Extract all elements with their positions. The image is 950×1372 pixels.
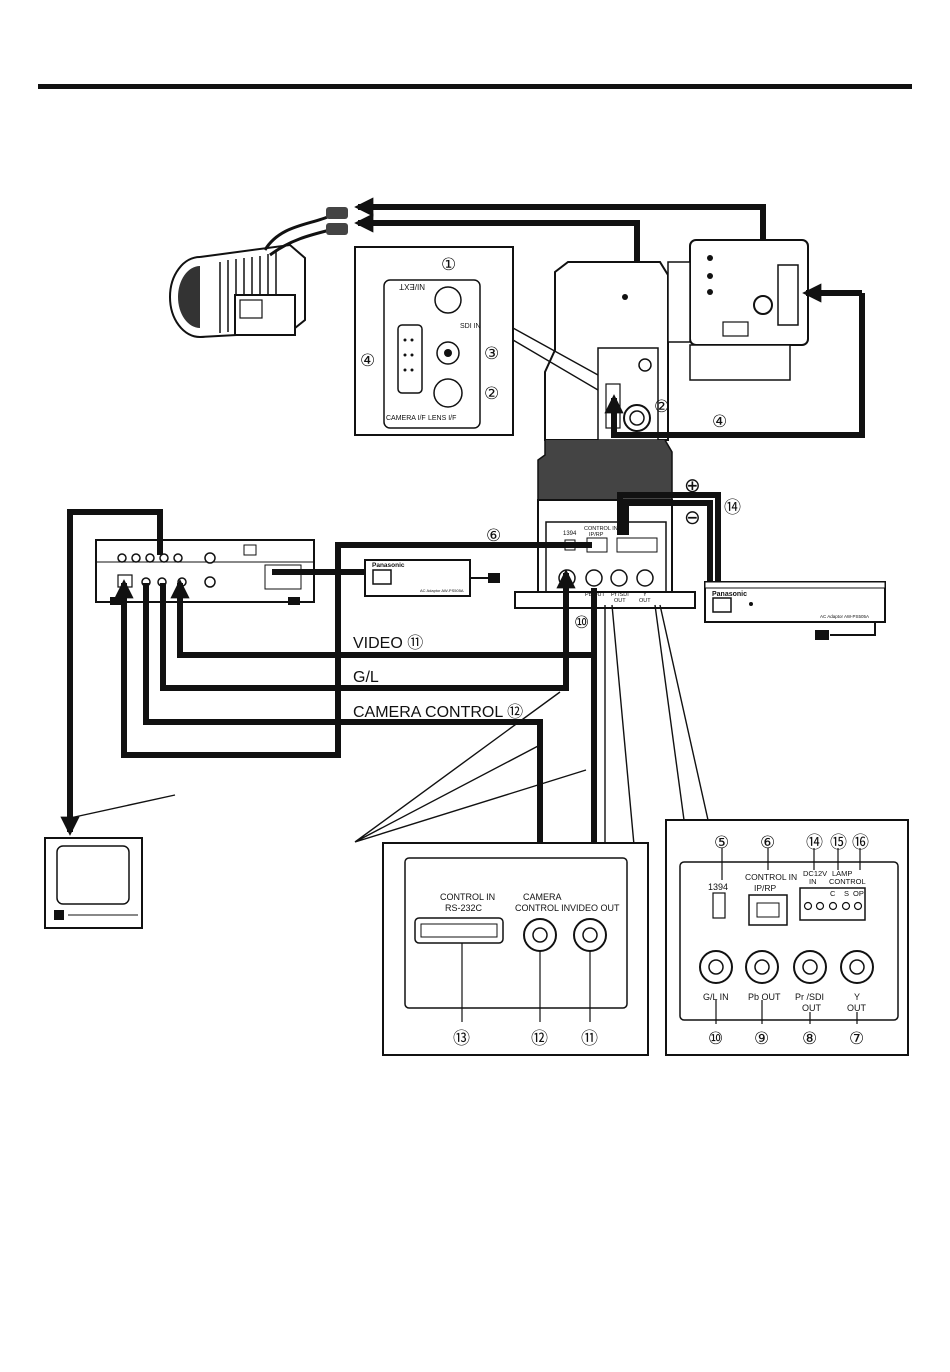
ctrl-control-in-label: CONTROL IN: [440, 892, 495, 902]
callout-14b: ⑭: [806, 833, 823, 852]
cable-video: [170, 579, 597, 658]
sdi-in-label: SDI IN: [460, 323, 481, 330]
bp-pb-out-label: Pb OUT: [748, 992, 781, 1002]
cable-gl: [160, 569, 576, 691]
ctrl-video-out-label: VIDEO OUT: [570, 903, 620, 913]
label-gl: G/L: [353, 669, 379, 686]
bp-1394-label: 1394: [708, 882, 728, 892]
callout-5: ⑤: [714, 833, 729, 852]
bp-dc12v-label: DC12V: [803, 869, 827, 878]
cable-camera-if: [604, 293, 865, 438]
callout-9: ⑨: [754, 1029, 769, 1048]
pan-tilt-head: [537, 261, 673, 501]
adapter-middle-model: AC Adaptor AW-PS505A: [420, 588, 464, 593]
callout-6a: ⑥: [486, 526, 501, 545]
label-camera-control: CAMERA CONTROL ⑫: [353, 703, 523, 721]
cable-dc-plus: [617, 492, 721, 583]
head-connector-panel: NI/EXT SDI IN LENS I/F CAMERA I/F: [354, 246, 599, 436]
bp-in-label: IN: [809, 877, 817, 886]
callout-plus: ⊕: [684, 475, 701, 497]
callout-7: ⑦: [849, 1029, 864, 1048]
base-1394-label: 1394: [563, 531, 577, 537]
bp-y-label: Y: [854, 992, 860, 1002]
ctrl-control-in2-label: CONTROL IN: [515, 903, 570, 913]
ctrl-rs232c-label: RS-232C: [445, 903, 483, 913]
ac-adapter-middle: Panasonic AC Adaptor AW-PS505A: [364, 559, 500, 597]
callout-15: ⑮: [830, 833, 847, 852]
lens-if-label: LENS I/F: [428, 415, 456, 422]
bp-lamp-label: LAMP: [832, 869, 852, 878]
ctrl-camera-label: CAMERA: [523, 892, 562, 902]
callout-2a: ②: [484, 384, 499, 403]
base-y-label: Y: [643, 592, 647, 598]
callout-3: ③: [484, 344, 499, 363]
callout-16: ⑯: [852, 833, 869, 852]
callout-10a: ⑩: [574, 613, 589, 632]
callout-11: ⑪: [581, 1029, 598, 1048]
cable-dc-minus: [623, 500, 713, 583]
base-connector-panel: 1394 CONTROL IN IP/RP DC12V IN LAMP CONT…: [665, 819, 909, 1056]
callout-2b: ②: [654, 397, 669, 416]
bp-c-label: C: [830, 889, 836, 898]
label-video: VIDEO ⑪: [353, 634, 423, 652]
callout-6b: ⑥: [760, 833, 775, 852]
ac-adapter-right: Panasonic AC Adaptor AW-PS505A: [704, 581, 886, 640]
base-out-label: OUT: [614, 598, 626, 604]
callout-8: ⑧: [802, 1029, 817, 1048]
leader-lines: [69, 604, 709, 846]
bp-op-label: OP: [853, 889, 864, 898]
header-rule: [38, 84, 912, 89]
adapter-right-model: AC Adaptor AW-PS505A: [820, 614, 869, 619]
camera-if-label: CAMERA I/F: [386, 415, 426, 422]
bp-gl-in-label: G/L IN: [703, 992, 729, 1002]
base-out2-label: OUT: [639, 598, 651, 604]
callout-1: ①: [441, 255, 456, 274]
base-control-in-label: CONTROL IN: [584, 526, 618, 532]
bp-control-label: CONTROL: [829, 877, 866, 886]
bp-out-label: OUT: [802, 1003, 822, 1013]
callout-13: ⑬: [453, 1029, 470, 1048]
base-ip-rp-label: IP/RP: [589, 532, 604, 538]
cable-control-ip: [114, 542, 592, 758]
adapter-right-brand: Panasonic: [712, 591, 747, 598]
base-unit: 1394 CONTROL IN IP/RP Pb OUT Pr /SDI OUT…: [514, 499, 696, 609]
callout-4b: ④: [712, 412, 727, 431]
zoom-lens: [169, 207, 348, 338]
callout-minus: ⊖: [684, 507, 701, 529]
cable-monitor: [60, 509, 163, 836]
video-monitor: [44, 837, 143, 929]
callout-10b: ⑩: [708, 1029, 723, 1048]
ni-ext-label: NI/EXT: [399, 282, 425, 291]
base-pr-sdi-label: Pr /SDI: [611, 592, 629, 598]
bp-s-label: S: [844, 889, 849, 898]
adapter-middle-brand: Panasonic: [372, 562, 405, 569]
cable-camera-control: [143, 583, 543, 920]
bp-control-in-label: CONTROL IN: [745, 872, 797, 882]
bp-ip-rp-label: IP/RP: [754, 883, 777, 893]
bp-pr-sdi-label: Pr /SDI: [795, 992, 824, 1002]
controller-connector-panel: CONTROL IN RS-232C CAMERA CONTROL IN VID…: [382, 842, 649, 1056]
callout-12: ⑫: [531, 1029, 548, 1048]
callout-4a: ④: [360, 351, 375, 370]
camera-body: [667, 239, 809, 381]
bp-out2-label: OUT: [847, 1003, 867, 1013]
callout-14a: ⑭: [724, 498, 741, 517]
